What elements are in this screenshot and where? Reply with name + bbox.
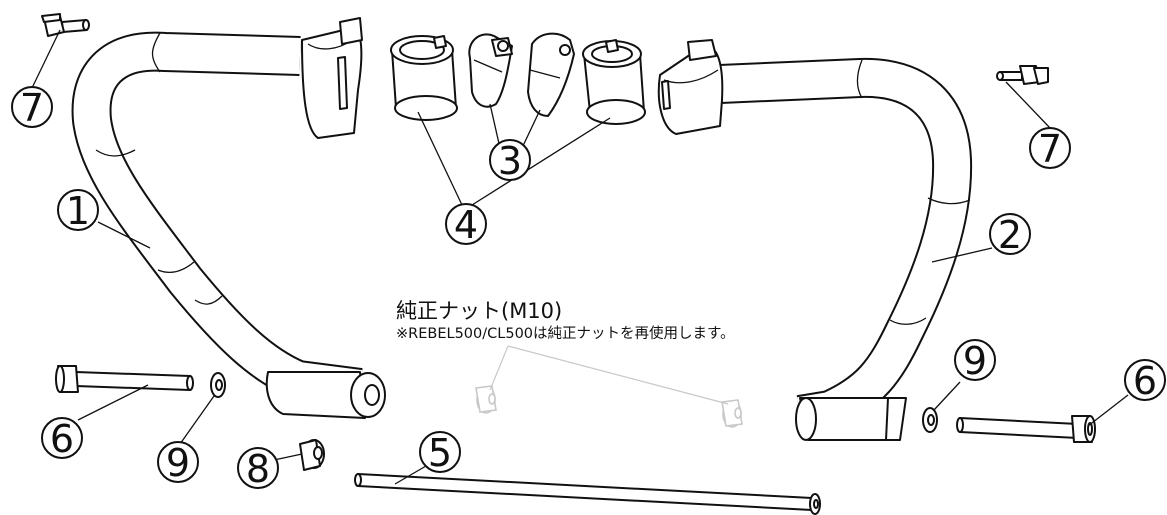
callout-1: 1 xyxy=(57,189,99,233)
svg-text:5: 5 xyxy=(428,431,452,475)
callout-2: 2 xyxy=(989,213,1031,257)
callout-8: 8 xyxy=(237,447,279,491)
washer-left xyxy=(210,372,226,398)
leader-lines xyxy=(31,29,1129,485)
svg-text:9: 9 xyxy=(166,441,190,485)
svg-text:7: 7 xyxy=(20,86,44,130)
svg-text:7: 7 xyxy=(1038,127,1062,171)
callout-7-right: 7 xyxy=(1029,127,1071,171)
svg-text:2: 2 xyxy=(998,213,1022,257)
callout-9-left: 9 xyxy=(157,441,199,485)
washer-right xyxy=(922,407,938,433)
svg-text:4: 4 xyxy=(454,203,478,247)
svg-text:6: 6 xyxy=(50,417,74,461)
svg-text:8: 8 xyxy=(246,447,270,491)
flange-bolt-top-left xyxy=(41,13,90,37)
genuine-nut-left xyxy=(475,385,497,414)
right-engine-guard-bar xyxy=(657,39,973,441)
rubber-sleeve-right xyxy=(582,39,646,125)
svg-text:1: 1 xyxy=(66,189,90,233)
callout-7-left: 7 xyxy=(11,86,53,130)
flange-bolt-top-right xyxy=(996,65,1049,85)
callout-6-left: 6 xyxy=(41,417,83,461)
through-shaft xyxy=(354,473,821,515)
callout-4: 4 xyxy=(445,203,487,247)
clamp-plate-left xyxy=(468,33,513,108)
svg-text:9: 9 xyxy=(963,339,987,383)
callout-9-right: 9 xyxy=(954,339,996,383)
rubber-sleeve-left xyxy=(390,35,458,121)
flange-nut xyxy=(299,439,325,471)
callout-6-right: 6 xyxy=(1124,359,1166,403)
svg-text:3: 3 xyxy=(498,139,522,183)
long-bolt-left xyxy=(55,365,194,393)
callout-5: 5 xyxy=(419,431,461,475)
genuine-nut-note-subtitle: ※REBEL500/CL500は純正ナットを再使用します。 xyxy=(396,325,735,342)
genuine-nut-note-title: 純正ナット(M10) xyxy=(396,299,562,323)
left-engine-guard-bar xyxy=(71,17,386,419)
svg-text:6: 6 xyxy=(1133,359,1157,403)
long-bolt-right xyxy=(956,415,1096,443)
genuine-nut-right xyxy=(721,399,743,428)
clamp-plate-right xyxy=(527,32,575,117)
callout-3: 3 xyxy=(489,139,531,183)
